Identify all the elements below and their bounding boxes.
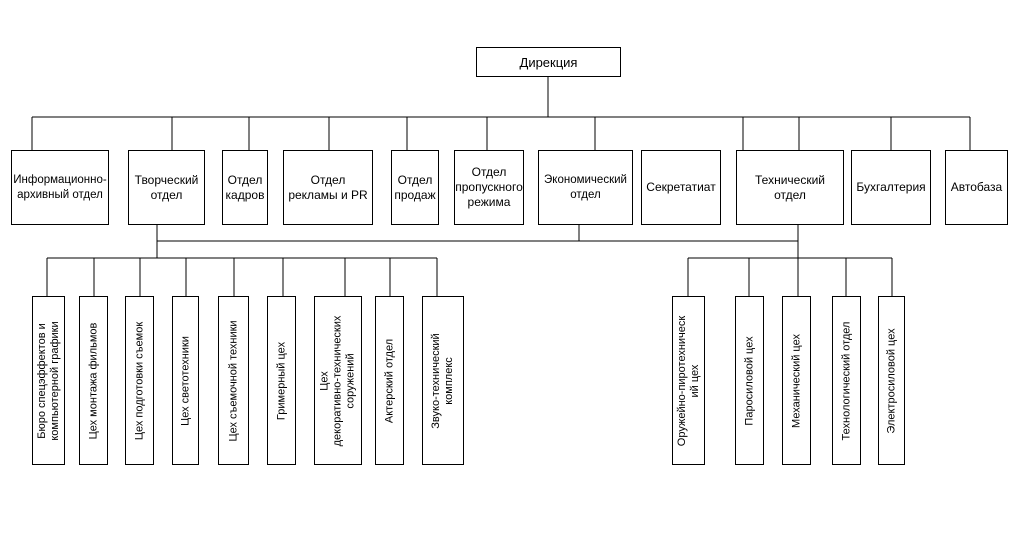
unit-label: Актерский отдел xyxy=(383,338,395,423)
unit-actors: Актерский отдел xyxy=(375,296,404,465)
unit-lighting: Цех светотехники xyxy=(172,296,199,465)
dept-info-archive: Информационно- архивный отдел xyxy=(11,150,109,225)
dept-creative: Творческий отдел xyxy=(128,150,205,225)
unit-makeup: Гримерный цех xyxy=(267,296,296,465)
unit-shoot-preparation: Цех подготовки съемок xyxy=(125,296,154,465)
dept-hr: Отдел кадров xyxy=(222,150,268,225)
unit-electric-power: Электросиловой цех xyxy=(878,296,905,465)
unit-technological: Технологический отдел xyxy=(832,296,861,465)
unit-set-construction: Цех декоративно-технических соружений xyxy=(314,296,362,465)
unit-label: Цех монтажа фильмов xyxy=(87,322,99,439)
unit-label: Цех съемочной техники xyxy=(227,319,239,442)
unit-label: Цех подготовки съемок xyxy=(133,321,145,440)
unit-label: Оружейно-пиротехническ ий цех xyxy=(675,315,701,446)
dept-motor-depot: Автобаза xyxy=(945,150,1008,225)
dept-advertising-pr: Отдел рекламы и PR xyxy=(283,150,373,225)
unit-label: Гримерный цех xyxy=(275,341,287,420)
unit-vfx-cg-bureau: Бюро спецэффектов и компьютерной графики xyxy=(32,296,65,465)
unit-label: Цех светотехники xyxy=(179,335,191,426)
unit-label: Технологический отдел xyxy=(840,321,852,440)
dept-economic: Экономический отдел xyxy=(538,150,633,225)
unit-label: Механический цех xyxy=(790,333,802,428)
unit-label: Паросиловой цех xyxy=(743,335,755,426)
dept-sales: Отдел продаж xyxy=(391,150,439,225)
unit-sound-complex: Звуко-технический комплекс xyxy=(422,296,464,465)
unit-label: Звуко-технический комплекс xyxy=(430,332,455,429)
unit-mechanical: Механический цех xyxy=(782,296,811,465)
root-node: Дирекция xyxy=(476,47,621,77)
dept-accounting: Бухгалтерия xyxy=(851,150,931,225)
unit-film-editing: Цех монтажа фильмов xyxy=(79,296,108,465)
unit-camera-equipment: Цех съемочной техники xyxy=(218,296,249,465)
unit-steam-power: Паросиловой цех xyxy=(735,296,764,465)
unit-pyrotechnics: Оружейно-пиротехническ ий цех xyxy=(672,296,705,465)
dept-secretariat: Секретатиат xyxy=(641,150,721,225)
unit-label: Цех декоративно-технических соружений xyxy=(318,315,357,446)
dept-technical: Технический отдел xyxy=(736,150,844,225)
unit-label: Электросиловой цех xyxy=(885,327,897,434)
unit-label: Бюро спецэффектов и компьютерной графики xyxy=(35,320,61,441)
dept-access-control: Отдел пропускного режима xyxy=(454,150,524,225)
